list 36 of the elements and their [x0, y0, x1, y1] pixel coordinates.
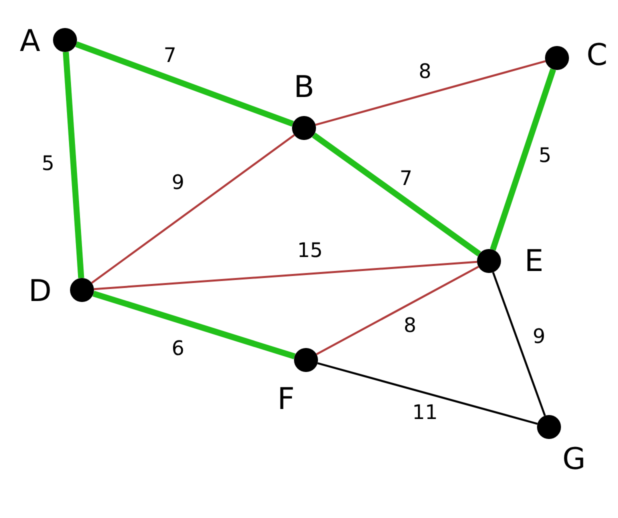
graph-edge — [92, 290, 296, 360]
edge-label: 7 — [164, 45, 176, 65]
vertex-label: D — [28, 277, 52, 307]
graph-edge — [316, 266, 479, 356]
edge-label: 7 — [400, 168, 412, 188]
vertex-label: F — [277, 385, 295, 415]
vertex-label: B — [294, 73, 314, 103]
graph-edge — [315, 60, 546, 126]
graph-edge — [75, 41, 294, 127]
vertex-dot — [294, 348, 318, 372]
vertex-dot — [537, 415, 561, 439]
edge-label: 6 — [172, 338, 184, 358]
edge-label: 8 — [418, 61, 432, 81]
edge-label: 8 — [404, 315, 416, 335]
edge-label: 11 — [412, 402, 438, 422]
graph-edge — [62, 52, 84, 278]
vertex-label: G — [562, 445, 586, 475]
graph-edge — [317, 362, 538, 425]
graph-edge — [490, 68, 556, 251]
edge-label: 5 — [538, 145, 552, 165]
vertex-dot — [53, 28, 77, 52]
vertex-dot — [545, 46, 569, 70]
vertex-label: E — [524, 247, 544, 277]
vertex-label: A — [20, 27, 40, 57]
edge-label: 15 — [297, 240, 323, 260]
edge-label: 5 — [42, 153, 54, 173]
vertex-label: C — [586, 41, 608, 71]
graph-edge — [492, 272, 546, 416]
edge-label: 9 — [532, 326, 546, 346]
vertex-dot — [70, 278, 94, 302]
graph-edge — [91, 134, 295, 284]
graph-edge — [312, 132, 481, 256]
vertex-dot — [292, 116, 316, 140]
graph-edge — [94, 260, 478, 290]
edge-label: 9 — [172, 172, 184, 192]
vertex-dot — [477, 249, 501, 273]
